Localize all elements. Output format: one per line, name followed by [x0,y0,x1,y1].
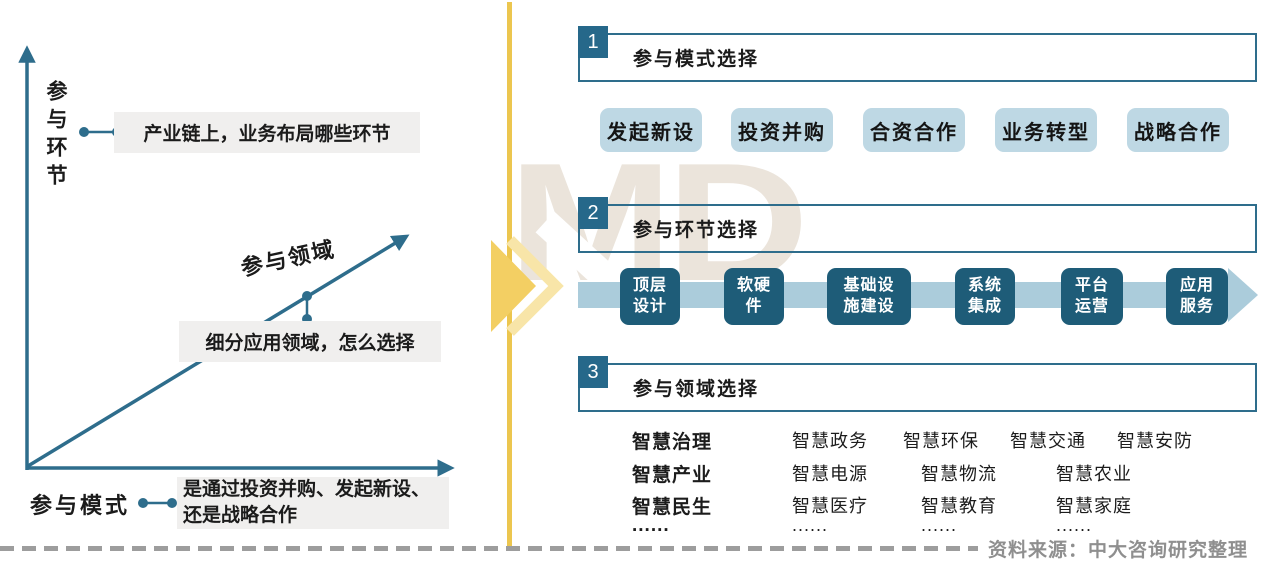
domain-cell: 智慧政务 [792,431,868,451]
mode-box-joint-venture: 合资合作 [863,108,965,152]
domain-row-head: ...... [632,515,670,536]
step-application-service: 应用 服务 [1166,268,1228,325]
connector-dot [167,498,177,508]
domain-row-head: 智慧产业 [632,465,713,486]
step-software-hardware: 软硬 件 [724,268,784,325]
domain-cell: ...... [792,515,829,535]
connector-dot [79,127,89,137]
domain-cell: 智慧物流 [921,464,997,484]
step-top-level-design: 顶层 设计 [620,268,680,325]
section3-title: 参与领域选择 [633,379,760,400]
section3-number-badge: 3 [578,356,608,388]
source-attribution: 资料来源：中大咨询研究整理 [988,540,1249,561]
section2-title: 参与环节选择 [633,220,760,241]
domain-cell: 智慧环保 [903,431,979,451]
step-system-integration: 系统 集成 [955,268,1015,325]
domain-cell: 智慧农业 [1056,464,1132,484]
callout-participation-domain: 细分应用领域，怎么选择 [179,321,441,362]
domain-cell: 智慧教育 [921,496,997,516]
mode-box-new-establishment: 发起新设 [600,108,702,152]
light-gold-chevron-icon [506,236,564,336]
domain-cell: 智慧安防 [1117,431,1193,451]
domain-cell: 智慧医疗 [792,496,868,516]
section3-header: 参与领域选择 [578,363,1257,412]
section2-header: 参与环节选择 [578,204,1257,253]
step-platform-operation: 平台 运营 [1061,268,1123,325]
connector-dot [138,498,148,508]
domain-cell: 智慧电源 [792,464,868,484]
diagonal-axis-label: 参与领域 [238,236,338,281]
domain-cell: 智慧交通 [1010,431,1086,451]
callout-participation-mode: 是通过投资并购、发起新设、还是战略合作 [177,477,449,529]
mode-box-business-transformation: 业务转型 [995,108,1097,152]
step-infrastructure: 基础设 施建设 [827,268,911,325]
mode-box-strategic-cooperation: 战略合作 [1127,108,1229,152]
bottom-dashed-divider [0,546,978,551]
mode-box-investment-ma: 投资并购 [731,108,833,152]
section1-number-badge: 1 [578,26,608,58]
gold-arrow-icon [491,240,536,332]
section1-header: 参与模式选择 [578,33,1257,82]
connector-dot [302,291,312,301]
flow-arrowhead-icon [1228,268,1258,322]
domain-cell: ...... [921,515,958,535]
section2-number-badge: 2 [578,197,608,229]
domain-cell: 智慧家庭 [1056,496,1132,516]
x-axis-label: 参与模式 [30,493,131,518]
domain-cell: ...... [1056,515,1093,535]
y-axis-label: 参与环节 [44,80,67,192]
domain-row-head: 智慧民生 [632,497,713,518]
domain-row-head: 智慧治理 [632,432,713,453]
section1-title: 参与模式选择 [633,49,760,70]
callout-participation-link: 产业链上，业务布局哪些环节 [114,112,420,153]
